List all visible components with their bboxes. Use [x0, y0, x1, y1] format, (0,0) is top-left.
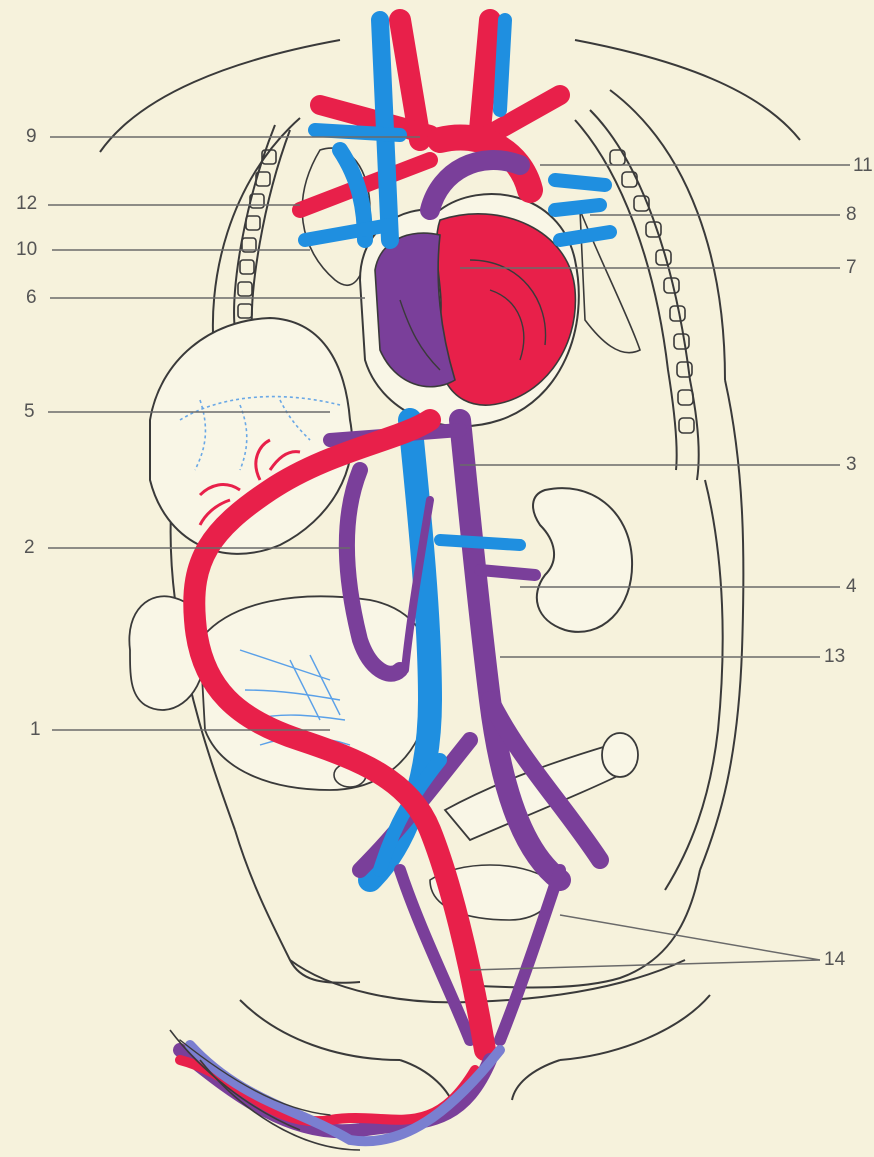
kidney — [533, 488, 632, 632]
left-carotid-artery — [480, 20, 490, 130]
ribs-right — [610, 150, 694, 433]
jugular-vein — [500, 20, 505, 110]
label-5: 5 — [24, 402, 35, 421]
label-10: 10 — [16, 240, 37, 259]
label-9: 9 — [26, 127, 37, 146]
label-6: 6 — [26, 288, 37, 307]
brachiocephalic-vein — [315, 130, 400, 135]
pulmonary-veins-left-1 — [555, 180, 605, 185]
renal-artery — [480, 570, 535, 575]
label-7: 7 — [846, 258, 857, 277]
pulmonary-veins-left-3 — [560, 232, 610, 240]
renal-vein — [440, 540, 520, 545]
label-4: 4 — [846, 577, 857, 596]
liver — [150, 318, 352, 554]
leader-14a — [560, 915, 820, 960]
label-13: 13 — [824, 647, 845, 666]
label-2: 2 — [24, 538, 35, 557]
pulmonary-veins-left-2 — [555, 205, 600, 210]
label-8: 8 — [846, 205, 857, 224]
label-11: 11 — [853, 156, 873, 175]
label-12: 12 — [16, 194, 37, 213]
colon-end — [602, 733, 638, 777]
label-14: 14 — [824, 950, 845, 969]
label-1: 1 — [30, 720, 41, 739]
label-3: 3 — [846, 455, 857, 474]
